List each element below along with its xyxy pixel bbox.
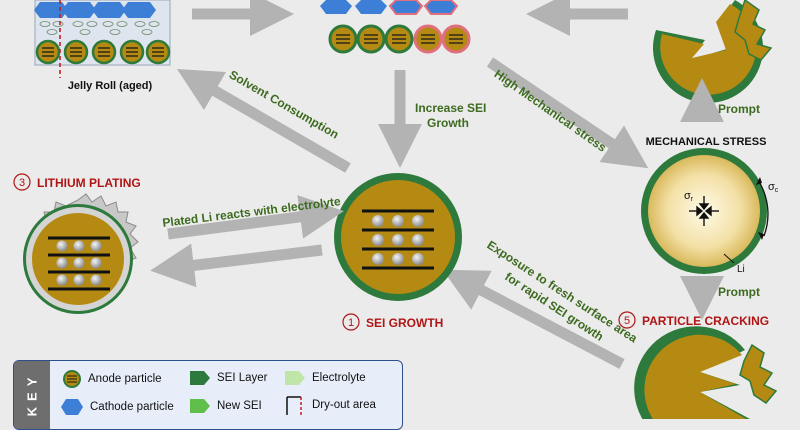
particle-cracking-heading: 5 PARTICLE CRACKING <box>618 311 769 329</box>
top-particle-group <box>320 0 471 54</box>
key-label-dry-out: Dry-out area <box>312 399 376 411</box>
cracked-particle-top <box>652 0 773 103</box>
sei-growth-heading: 1 SEI GROWTH <box>342 313 443 331</box>
mechanical-stress-title: MECHANICAL STRESS <box>646 136 767 148</box>
particle-cracking-number: 5 <box>624 315 630 327</box>
cracked-particle-bottom <box>634 326 778 419</box>
arrow-sei-to-plated-li <box>150 243 323 288</box>
dry-out-area-icon <box>286 396 302 415</box>
jelly-roll-label: Jelly Roll (aged) <box>68 80 153 92</box>
key-title-bar: KEY <box>14 361 50 429</box>
diagram-canvas: Jelly Roll (aged) Prompt Solvent Consump <box>13 0 779 419</box>
anode-row <box>35 39 171 65</box>
high-mech-stress-label: High Mechanical stress <box>492 67 610 155</box>
new-sei-icon <box>190 399 210 413</box>
prompt-top-label: Prompt <box>718 102 760 116</box>
lithium-plating-number: 3 <box>19 177 25 189</box>
li-label: Li <box>737 264 745 275</box>
lithium-plating-label: LITHIUM PLATING <box>37 176 141 190</box>
key-item-new-sei: New SEI <box>189 397 262 415</box>
jelly-roll-aged: Jelly Roll (aged) <box>34 0 171 92</box>
key-item-cathode: Cathode particle <box>60 397 174 417</box>
key-item-sei-layer: SEI Layer <box>189 369 268 387</box>
key-item-anode: Anode particle <box>62 369 162 389</box>
sigma-c-label: σc <box>768 181 779 194</box>
electrolyte-icon <box>285 371 305 385</box>
increase-sei-label-2: Growth <box>427 116 469 130</box>
cathode-particle-icon <box>61 399 83 415</box>
arrow-solvent-consumption <box>176 68 351 173</box>
anode-particle-icon <box>63 370 81 388</box>
key-label-electrolyte: Electrolyte <box>312 372 366 384</box>
sei-growth-number: 1 <box>348 317 354 329</box>
key-item-dry-out: Dry-out area <box>284 393 376 417</box>
key-label-cathode: Cathode particle <box>90 401 174 413</box>
arrow-high-mechanical-stress <box>486 57 649 169</box>
key-label-anode: Anode particle <box>88 373 162 385</box>
arrow-plated-li-to-sei <box>167 195 344 240</box>
sei-growth-particle <box>334 173 462 301</box>
particle-cracking-label: PARTICLE CRACKING <box>642 314 769 328</box>
key-panel: KEY Anode particle SEI Layer Electrolyte… <box>13 360 403 430</box>
key-title: KEY <box>24 371 40 417</box>
lithium-plating-particle <box>23 193 139 314</box>
arrow-exposure-fresh-surface <box>442 269 625 369</box>
key-item-electrolyte: Electrolyte <box>284 369 366 387</box>
prompt-bottom-label: Prompt <box>718 285 760 299</box>
key-label-sei-layer: SEI Layer <box>217 372 268 384</box>
sei-layer-icon <box>190 371 210 385</box>
mechanical-stress-particle: σr σc Li <box>641 148 779 275</box>
sigma-r-label: σr <box>684 190 694 203</box>
electrolyte-ovals <box>39 21 160 35</box>
lithium-plating-heading: 3 LITHIUM PLATING <box>13 173 141 191</box>
increase-sei-label-1: Increase SEI <box>415 101 486 115</box>
sei-growth-label: SEI GROWTH <box>366 316 443 330</box>
key-label-new-sei: New SEI <box>217 400 262 412</box>
